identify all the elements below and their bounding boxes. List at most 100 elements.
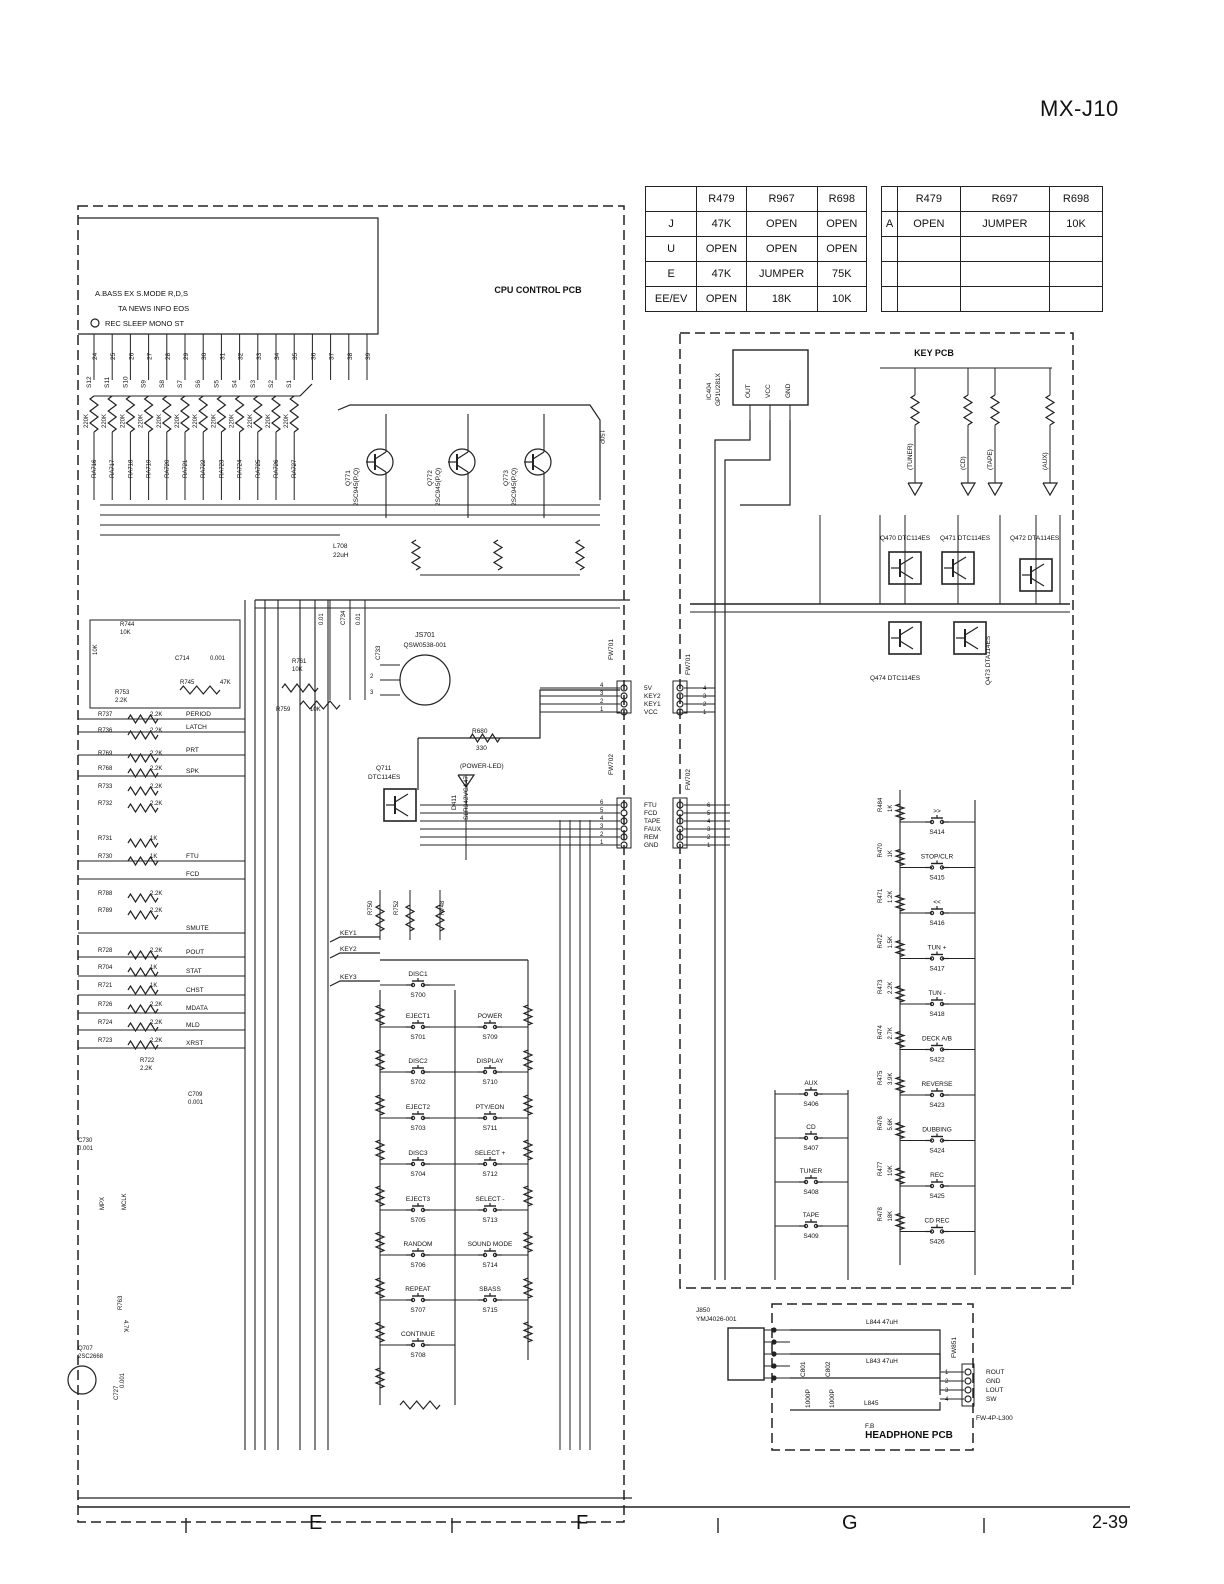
left-resistor-ref: R723	[98, 1038, 113, 1044]
left-resistor	[127, 767, 159, 779]
variant-right-cell	[880, 261, 899, 287]
ic-wire	[714, 420, 751, 1280]
key-ladder-resistor	[894, 1121, 906, 1140]
key-switch-ref: S422	[929, 1057, 945, 1064]
fw701-pin-num: 4	[703, 686, 707, 692]
left-resistor-ref: R736	[98, 728, 113, 734]
ic-wire	[740, 420, 791, 506]
q471-label: Q471 DTC114ES	[940, 535, 991, 542]
key-switch-label: REVERSE	[921, 1081, 953, 1088]
led-resistor	[1044, 394, 1056, 426]
resistor-array-value: 220K	[102, 414, 108, 428]
variant-right-cell	[959, 286, 1051, 312]
switch-ref: S700	[410, 992, 426, 999]
resistor-array-element	[271, 395, 281, 433]
fw702-ref: FW702	[608, 754, 615, 775]
r740-resistor	[492, 539, 504, 571]
ic404-pin-label: GND	[785, 383, 792, 398]
switch-s709	[482, 1024, 488, 1030]
key-switch-label: TUNER	[800, 1168, 823, 1175]
fw702-pin-label: FCD	[644, 810, 658, 817]
switch-s715	[492, 1297, 498, 1303]
key-ladder-value: 10K	[888, 1165, 894, 1176]
key-ladder-ref: R477	[878, 1161, 884, 1176]
switch-s423	[929, 1092, 935, 1098]
fw701-pin-key	[676, 692, 684, 700]
ladder-resistor	[522, 1231, 534, 1253]
switch-label: REPEAT	[405, 1286, 431, 1293]
switch-s707	[410, 1297, 416, 1303]
fw851-pin-num: 4	[945, 1397, 949, 1403]
variant-left-cell: OPEN	[816, 211, 868, 237]
fw702-ref: FW702	[685, 769, 692, 790]
key-switch-ref: S406	[803, 1101, 819, 1108]
fl-segment-label: S7	[177, 380, 184, 388]
c801-ref: C801	[800, 1361, 807, 1377]
fl-segment-label: S8	[159, 380, 166, 388]
fw701-pin-key	[676, 684, 684, 692]
resistor-array-value: 220K	[230, 414, 236, 428]
switch-s700	[420, 982, 426, 988]
switch-s711	[492, 1115, 498, 1121]
grid-col-e: E	[309, 1512, 323, 1534]
fl-pin-number: 34	[274, 352, 281, 360]
switch-label: DISPLAY	[477, 1058, 505, 1065]
r761-resistor	[281, 683, 319, 693]
key-line-label: KEY1	[340, 930, 357, 937]
fw702-pin-num: 4	[600, 816, 604, 822]
q473-label: Q473 DTA114ES	[985, 635, 992, 685]
switch-ref: S715	[482, 1307, 498, 1314]
r750-ref: R750	[368, 900, 374, 915]
fw701-housing	[672, 680, 688, 714]
q473-transistor	[953, 621, 987, 655]
switch-ref: S714	[482, 1262, 498, 1269]
signal-label-smute: SMUTE	[186, 925, 209, 932]
switch-s417	[939, 956, 945, 961]
transistor-q771	[374, 464, 387, 473]
variant-right-cell: JUMPER	[959, 211, 1051, 237]
r680-resistor	[469, 732, 501, 744]
q473-transistor	[964, 640, 979, 650]
wire	[418, 689, 620, 739]
left-resistor	[127, 1003, 159, 1015]
d411-part: SLR342VCA47	[463, 776, 470, 820]
led-resistor	[909, 394, 921, 426]
cap-value: 150P	[598, 430, 604, 444]
resistor-array-ref: RA720	[165, 459, 171, 478]
switch-ref: S708	[410, 1352, 426, 1359]
fw701-pin-key	[676, 700, 684, 708]
left-resistor-ref: R724	[98, 1020, 113, 1026]
fl-pin-number: 30	[201, 352, 208, 360]
led-resistor	[962, 394, 974, 426]
switch-s714	[482, 1252, 488, 1258]
fw851-pin-label: ROUT	[986, 1369, 1004, 1376]
fl-pin-number: 37	[329, 352, 336, 360]
transistor-q773	[532, 451, 545, 460]
q474-transistor	[888, 621, 922, 655]
c709-ref: C709	[188, 1092, 203, 1098]
ladder-resistor	[374, 1367, 386, 1389]
switch-s426	[929, 1229, 935, 1234]
fl-pin-number: 26	[128, 352, 135, 360]
ladder-resistor	[522, 1049, 534, 1071]
left-resistor	[127, 1039, 159, 1051]
key-switch-ref: S416	[929, 920, 945, 927]
signal-label-period: PERIOD	[186, 711, 211, 718]
left-resistor-value: 2.2K	[150, 784, 162, 790]
key-ladder-resistor	[894, 1076, 906, 1094]
key-ladder-ref: R472	[878, 933, 884, 948]
led-indicator	[960, 482, 977, 497]
key-ladder-ref: R473	[878, 979, 884, 994]
key-switch-label: <<	[933, 899, 941, 906]
fw701-housing	[616, 680, 632, 714]
switch-s707	[420, 1297, 426, 1303]
headphone-pcb-border	[771, 1303, 974, 1451]
fw851-pin-num: 3	[945, 1388, 949, 1394]
key-ladder-ref: R471	[878, 888, 884, 903]
r680-value: 330	[476, 745, 487, 752]
key-ladder-ref: R475	[878, 1070, 884, 1085]
fw851-pin-label: LOUT	[986, 1387, 1003, 1394]
fw701-pin-num: 1	[703, 710, 707, 716]
q470-transistor	[899, 570, 914, 580]
